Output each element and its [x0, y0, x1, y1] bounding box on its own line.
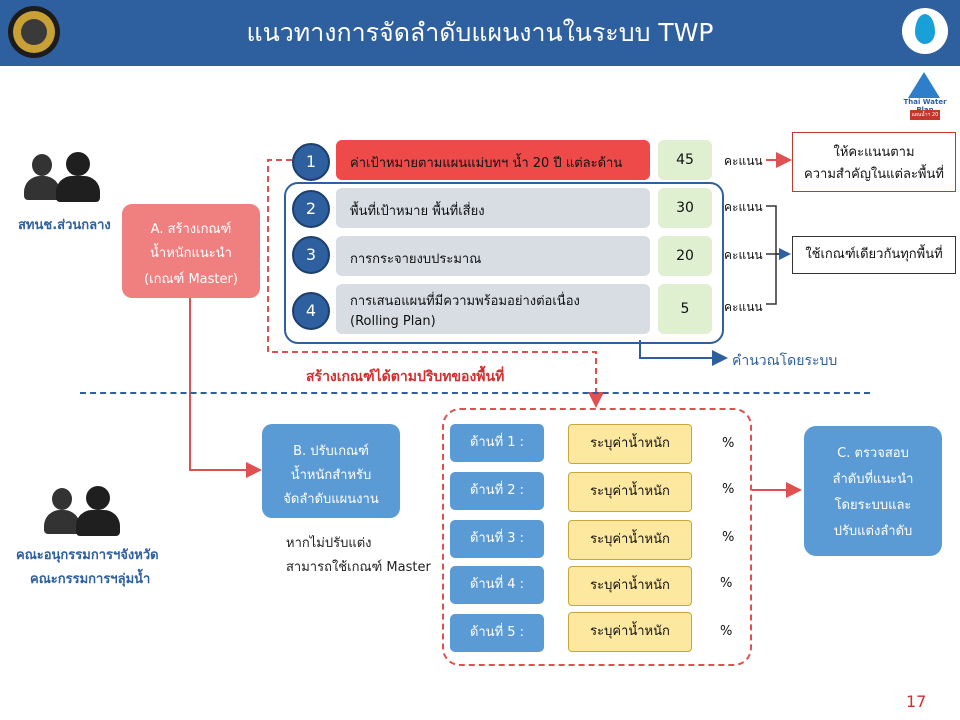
people-icon-committee — [42, 484, 122, 536]
people-icon-central — [22, 150, 102, 202]
criteria-row-1: ค่าเป้าหมายตามแผนแม่บทฯ น้ำ 20 ปี แต่ละด… — [336, 140, 650, 180]
box-a-line2: น้ำหนักแนะนำ — [150, 246, 232, 261]
provincial-committee-label: คณะอนุกรรมการฯจังหวัด — [16, 548, 159, 563]
computed-arrow — [639, 340, 728, 366]
side-weight-input-4[interactable]: ระบุค่าน้ำหนัก — [568, 566, 692, 606]
criteria-number-4: 4 — [292, 292, 330, 330]
side-weight-input-1[interactable]: ระบุค่าน้ำหนัก — [568, 424, 692, 464]
criteria-label-1: ค่าเป้าหมายตามแผนแม่บทฯ น้ำ 20 ปี แต่ละด… — [350, 156, 623, 171]
side-label-1: ด้านที่ 1 : — [450, 424, 544, 462]
side-pct-2: % — [722, 482, 735, 497]
same-criteria-note: ใช้เกณฑ์เดียวกันทุกพื้นที่ — [792, 236, 956, 274]
criteria-unit-3: คะแนน — [724, 248, 763, 262]
criteria-label-3: การกระจายงบประมาณ — [350, 252, 482, 267]
header-bar: แนวทางการจัดลำดับแผนงานในระบบ TWP — [0, 0, 960, 66]
side-weight-input-3[interactable]: ระบุค่าน้ำหนัก — [568, 520, 692, 560]
area-criteria-dashed-path — [267, 159, 604, 408]
area-importance-note: ให้คะแนนตาม ความสำคัญในแต่ละพื้นที่ — [792, 132, 956, 192]
side-label-5: ด้านที่ 5 : — [450, 614, 544, 652]
box-a-line3: (เกณฑ์ Master) — [144, 272, 238, 287]
criteria-number-2: 2 — [292, 190, 330, 228]
side-weight-input-5[interactable]: ระบุค่าน้ำหนัก — [568, 612, 692, 652]
computed-by-system-label: คำนวณโดยระบบ — [732, 353, 838, 369]
criteria-label-4b: (Rolling Plan) — [350, 314, 436, 329]
criteria-number-1: 1 — [292, 143, 330, 181]
section-divider — [80, 392, 870, 394]
page-number: 17 — [906, 692, 927, 711]
create-master-criteria-box: A. สร้างเกณฑ์ น้ำหนักแนะนำ (เกณฑ์ Master… — [122, 204, 260, 298]
thai-water-plan-badge: Thai Water Plan แผนน้ำฯ 20 — [896, 70, 954, 126]
system-computed-frame — [284, 182, 724, 344]
side-pct-5: % — [720, 624, 733, 639]
criteria-row-4: การเสนอแผนที่มีความพร้อมอย่างต่อเนื่อง (… — [336, 284, 650, 334]
area-sides-frame — [442, 408, 752, 666]
basin-committee-label: คณะกรรมการฯลุ่มน้ำ — [30, 572, 151, 587]
master-to-b-arrow — [189, 298, 262, 478]
side-pct-1: % — [722, 436, 735, 451]
criteria-number-3: 3 — [292, 236, 330, 274]
government-seal-logo — [8, 6, 60, 58]
box-a-line1: A. สร้างเกณฑ์ — [150, 222, 232, 237]
criteria-unit-4: คะแนน — [724, 300, 763, 314]
area-context-criteria-label: สร้างเกณฑ์ได้ตามปริบทของพื้นที่ — [306, 369, 505, 385]
side-weight-input-2[interactable]: ระบุค่าน้ำหนัก — [568, 472, 692, 512]
water-agency-logo — [902, 8, 948, 54]
criteria-unit-1: คะแนน — [724, 154, 763, 168]
criteria-unit-2: คะแนน — [724, 200, 763, 214]
criteria-score-1: 45 — [658, 140, 712, 180]
review-ranking-box: C. ตรวจสอบ ลำดับที่แนะนำ โดยระบบและ ปรับ… — [804, 426, 942, 556]
side-label-2: ด้านที่ 2 : — [450, 472, 544, 510]
criteria-score-3: 20 — [658, 236, 712, 276]
central-office-label: สทนช.ส่วนกลาง — [18, 218, 111, 233]
criteria-row-3: การกระจายงบประมาณ — [336, 236, 650, 276]
no-adjust-note-line1: หากไม่ปรับแต่ง — [286, 536, 372, 551]
badge-tag: แผนน้ำฯ 20 — [910, 110, 940, 120]
page-title: แนวทางการจัดลำดับแผนงานในระบบ TWP — [246, 18, 714, 47]
side-label-4: ด้านที่ 4 : — [450, 566, 544, 604]
side-pct-4: % — [720, 576, 733, 591]
no-adjust-note-line2: สามารถใช้เกณฑ์ Master — [286, 560, 431, 575]
criteria-label-2: พื้นที่เป้าหมาย พื้นที่เสี่ยง — [350, 204, 485, 219]
side-label-3: ด้านที่ 3 : — [450, 520, 544, 558]
same-criteria-bracket — [766, 205, 788, 305]
criteria-score-4: 5 — [658, 284, 712, 334]
adjust-weight-box: B. ปรับเกณฑ์ น้ำหนักสำหรับ จัดลำดับแผนงา… — [262, 424, 400, 518]
criteria-score-2: 30 — [658, 188, 712, 228]
criteria-row-2: พื้นที่เป้าหมาย พื้นที่เสี่ยง — [336, 188, 650, 228]
side-pct-3: % — [722, 530, 735, 545]
criteria-label-4: การเสนอแผนที่มีความพร้อมอย่างต่อเนื่อง — [350, 294, 580, 309]
